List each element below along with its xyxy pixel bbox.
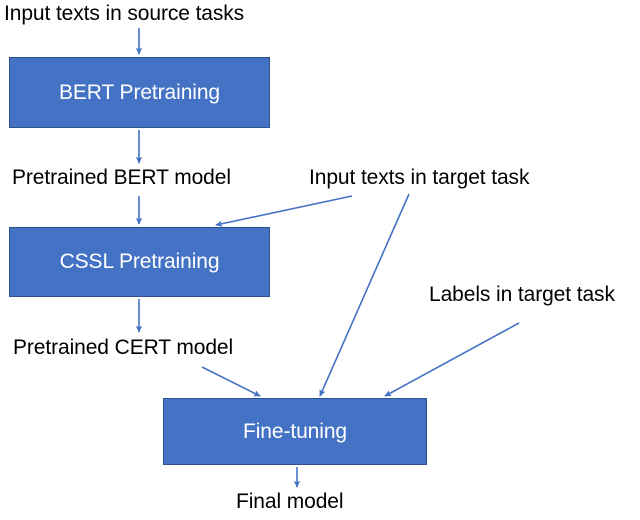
- process-box-fine-tuning[interactable]: Fine-tuning: [163, 398, 427, 465]
- arrow-labels-target-to-finetuning: [384, 322, 520, 397]
- process-box-bert-pretraining-label: BERT Pretraining: [58, 80, 221, 104]
- process-box-bert-pretraining[interactable]: BERT Pretraining: [9, 57, 270, 128]
- caption-pretrained-cert-model: Pretrained CERT model: [13, 336, 234, 359]
- process-box-cssl-pretraining-label: CSSL Pretraining: [59, 250, 220, 273]
- caption-labels-target-task: Labels in target task: [429, 283, 615, 306]
- caption-final-model: Final model: [236, 490, 344, 513]
- process-box-cssl-pretraining[interactable]: CSSL Pretraining: [9, 227, 270, 297]
- caption-input-texts-target-task: Input texts in target task: [309, 166, 530, 189]
- caption-pretrained-bert-model: Pretrained BERT model: [12, 166, 231, 189]
- caption-input-texts-source-tasks: Input texts in source tasks: [4, 2, 245, 25]
- arrow-input-target-to-cssl: [215, 195, 353, 227]
- arrow-pretrained-cert-to-finetuning: [201, 366, 261, 397]
- arrow-input-target-to-finetuning: [319, 193, 410, 397]
- process-box-fine-tuning-label: Fine-tuning: [243, 419, 347, 443]
